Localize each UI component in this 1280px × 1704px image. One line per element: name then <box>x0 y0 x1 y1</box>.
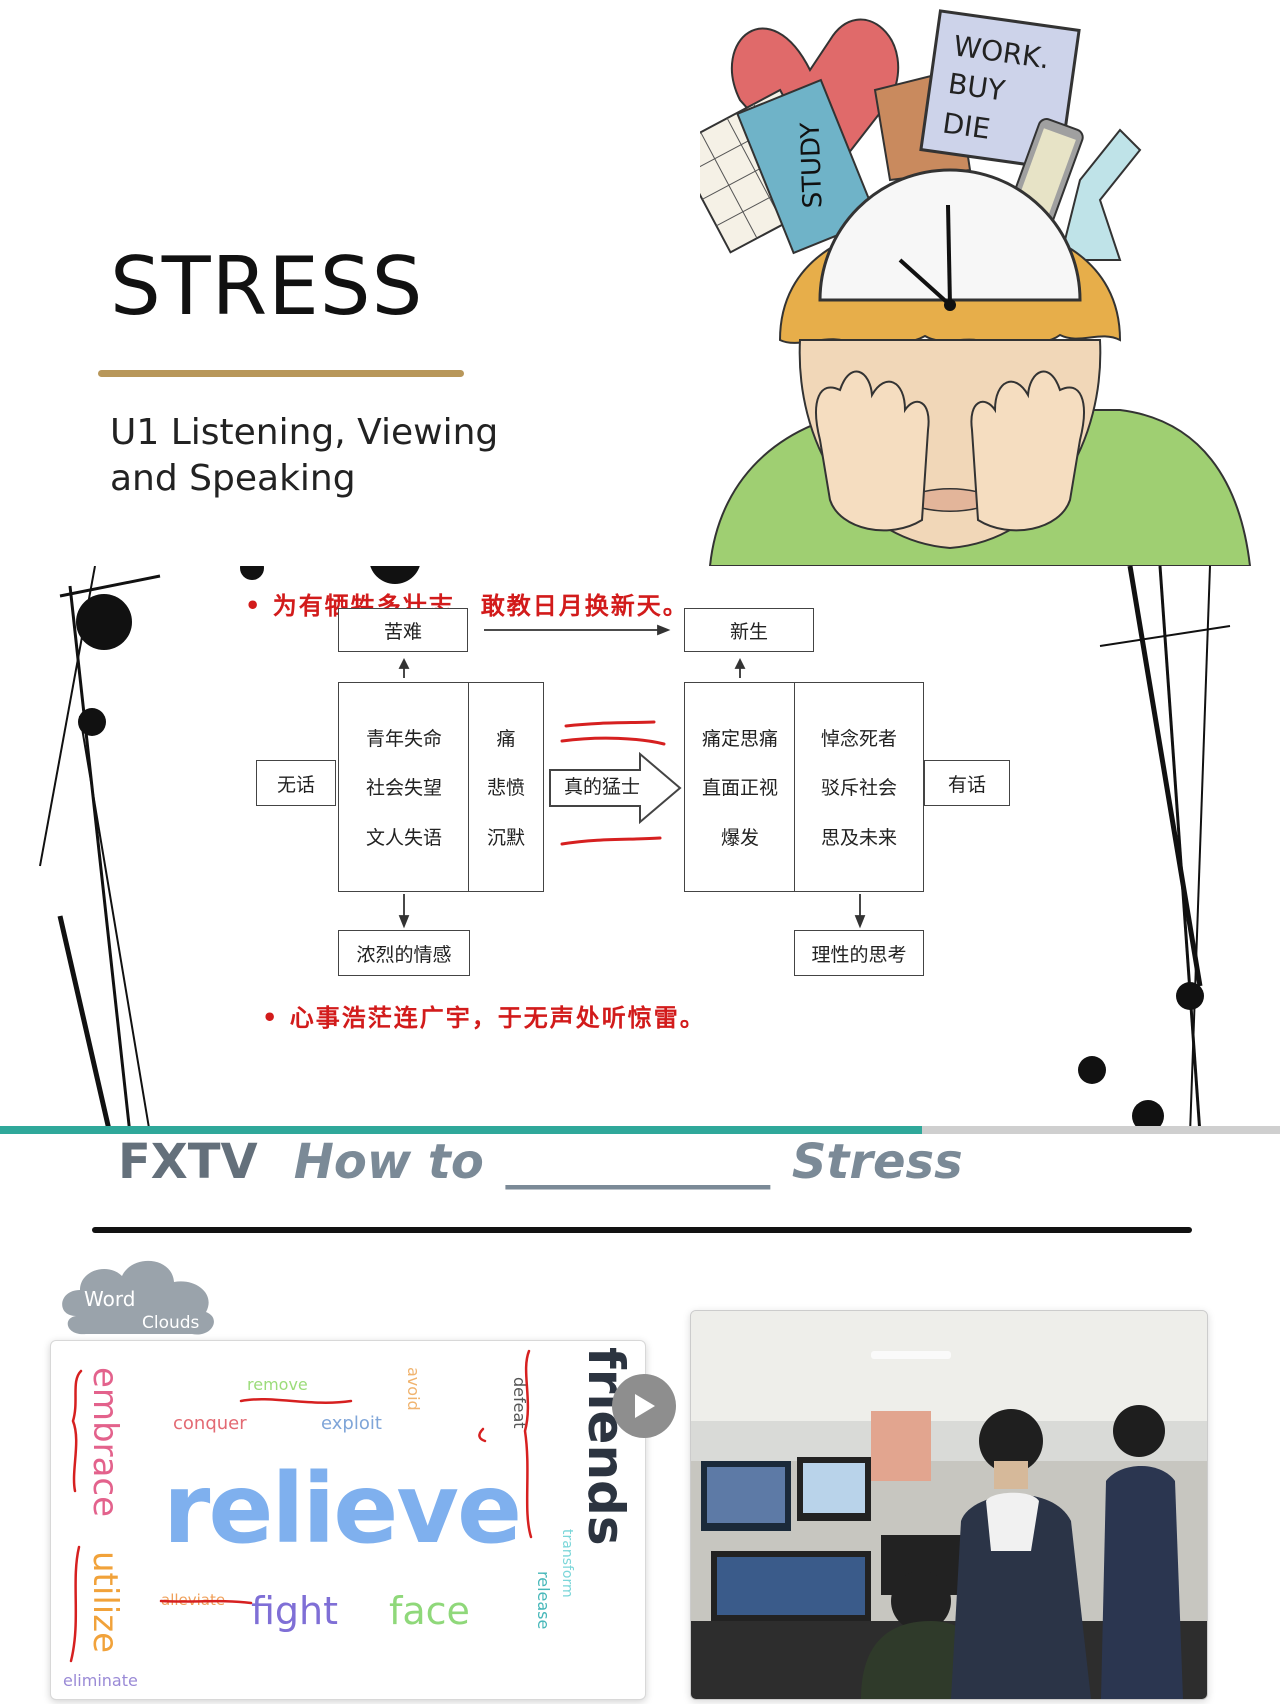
lesson-heading: FXTV How to ___________ Stress <box>118 1134 963 1196</box>
left-col2-item: 痛 <box>496 728 516 751</box>
annotation-marks <box>69 1349 533 1663</box>
quote-bottom: • 心事浩茫连广宇，于无声处听惊雷。 <box>262 1003 706 1032</box>
diagram-left-col2: 痛 悲愤 沉默 <box>468 682 544 892</box>
left-col1-item: 青年失命 <box>365 728 442 751</box>
word-relieve: relieve <box>163 1453 522 1565</box>
right-col1-item: 爆发 <box>720 826 759 849</box>
left-col1-item: 社会失望 <box>365 777 442 800</box>
title-slide: STRESS U1 Listening, Viewing and Speakin… <box>0 0 1280 566</box>
video-frame[interactable]: • 为有牺牲多壮志，敢教日月换新天。 苦难 新生 无话 青年失命 社会失望 文人… <box>0 566 1280 1134</box>
subtitle-line-1: U1 Listening, Viewing <box>110 412 499 453</box>
cloud-icon: Word Clouds <box>62 1260 214 1335</box>
word-face: face <box>389 1589 470 1633</box>
cloud-logo-line-2: Clouds <box>142 1313 200 1333</box>
subtitle-line-2: and Speaking <box>110 458 356 499</box>
stressed-man-illustration: STUDY WORK. BUY DIE <box>700 9 1252 566</box>
heading-blank: ___________ <box>505 1134 770 1190</box>
heading-suffix: Stress <box>791 1134 963 1190</box>
diagram-right-outer: 有话 <box>924 760 1010 806</box>
word-alleviate: alleviate <box>161 1591 226 1609</box>
diagram-top-left: 苦难 <box>338 608 468 652</box>
diagram-right-col2: 悼念死者 驳斥社会 思及未来 <box>794 682 924 892</box>
right-col2-item: 悼念死者 <box>820 728 897 751</box>
students-at-computers-image <box>691 1311 1207 1699</box>
sign-line-3: DIE <box>941 107 993 146</box>
word-cloud: embrace utilize eliminate remove conquer… <box>50 1340 646 1700</box>
classroom-photo <box>690 1310 1208 1700</box>
right-col1-item: 痛定思痛 <box>701 728 778 751</box>
play-icon <box>635 1394 655 1418</box>
right-col2-item: 思及未来 <box>820 826 897 849</box>
word-remove: remove <box>247 1375 308 1394</box>
video-progress-bar[interactable] <box>0 1126 1280 1134</box>
slide-subtitle: U1 Listening, Viewing and Speaking <box>110 410 570 502</box>
slide-title: STRESS <box>110 240 424 333</box>
title-underline <box>98 370 464 377</box>
ink-decoration <box>39 566 1231 1134</box>
block-arrow-icon <box>549 752 682 824</box>
brand-logo: FXTV <box>118 1134 258 1190</box>
left-col1-item: 文人失语 <box>365 826 442 849</box>
heading-prefix: How to <box>293 1134 484 1190</box>
play-button[interactable] <box>612 1374 676 1438</box>
left-col2-item: 沉默 <box>486 826 525 849</box>
word-fight: fight <box>251 1589 339 1633</box>
video-progress-fill <box>0 1126 922 1134</box>
diagram-left-col1: 青年失命 社会失望 文人失语 <box>338 682 470 892</box>
right-col2-item: 驳斥社会 <box>820 777 897 800</box>
sign-line-2: BUY <box>946 67 1008 108</box>
diagram-left-outer: 无话 <box>256 760 336 806</box>
arrow-label: 真的猛士 <box>563 776 640 798</box>
word-conquer: conquer <box>173 1413 247 1434</box>
word-eliminate: eliminate <box>63 1671 138 1690</box>
diagram-bottom-right: 理性的思考 <box>794 930 924 976</box>
diagram-arrows <box>398 624 866 929</box>
book-label: STUDY <box>796 122 829 209</box>
diagram-bottom-left: 浓烈的情感 <box>338 930 470 976</box>
cloud-logo-line-1: Word <box>84 1287 135 1311</box>
diagram-right-col1: 痛定思痛 直面正视 爆发 <box>684 682 796 892</box>
left-col2-item: 悲愤 <box>486 777 525 800</box>
word-exploit: exploit <box>321 1413 382 1434</box>
diagram-top-right: 新生 <box>684 608 814 652</box>
heading-divider <box>92 1227 1192 1233</box>
right-col1-item: 直面正视 <box>701 777 778 800</box>
